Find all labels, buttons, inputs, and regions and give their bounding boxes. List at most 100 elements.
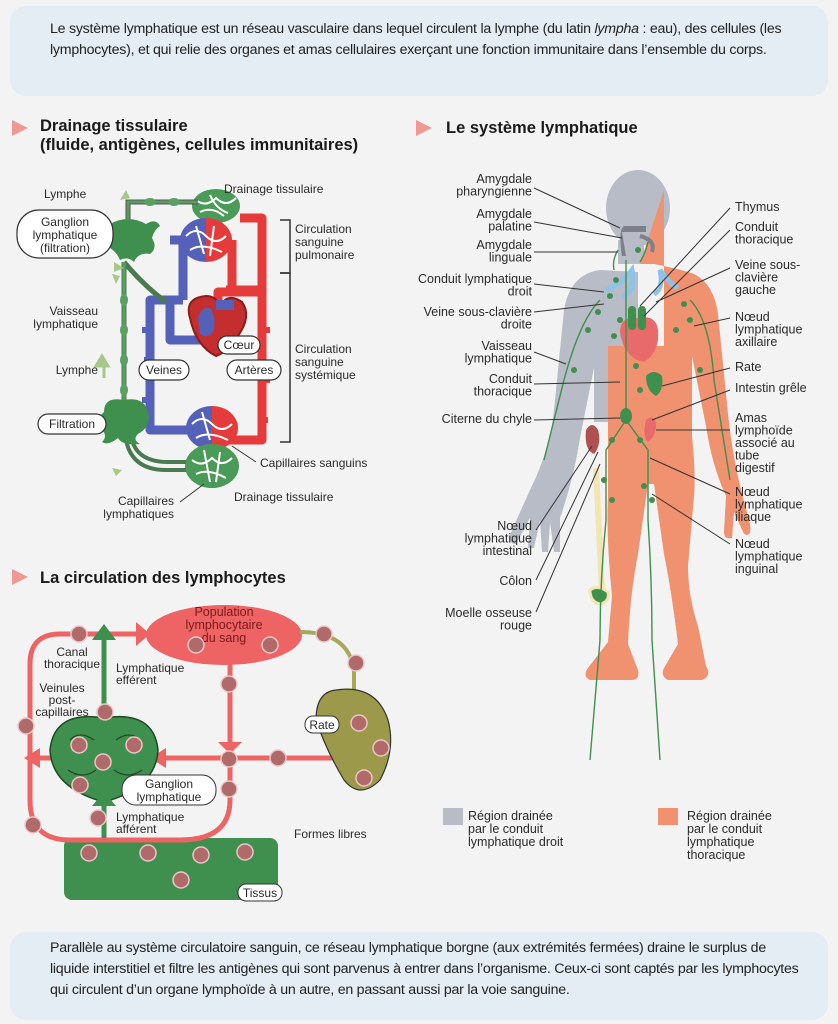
section-marker-icon: [416, 120, 432, 136]
label-veinules-2: post-: [49, 693, 76, 707]
body-label-left: droite: [501, 318, 532, 332]
tissue-block: [64, 838, 278, 900]
label-capillaires-sanguins: Capillaires sanguins: [260, 456, 367, 470]
body-label-left: Amygdale: [476, 238, 532, 252]
label-coeur: Cœur: [224, 338, 255, 352]
lymphocyte-cell: [236, 843, 254, 861]
body-label-right: Intestin grêle: [735, 381, 807, 395]
drainage-title-line1: Drainage tissulaire: [40, 117, 188, 135]
intro-text-box: Le système lymphatique est un réseau vas…: [10, 6, 828, 96]
label-circ-pulm-3: pulmonaire: [295, 248, 355, 262]
label-vaisseau-2: lymphatique: [33, 317, 98, 331]
body-label-left: Moelle osseuse: [445, 606, 532, 620]
lymphocyte-cell: [220, 750, 238, 768]
legend-gray-line1: Région drainée: [468, 809, 553, 823]
label-afferent-2: afférent: [116, 822, 157, 836]
lymphocyte-cell: [269, 749, 287, 767]
section-marker-icon: [12, 120, 28, 136]
body-label-right: lymphatique: [735, 323, 802, 337]
lymphocyte-cell: [70, 736, 88, 754]
label-veines: Veines: [146, 363, 182, 377]
label-afferent-1: Lymphatique: [116, 810, 185, 824]
ganglion-label-pill: [16, 209, 114, 259]
lymphocyte-cell: [315, 625, 333, 643]
lymph-node-bottom: [97, 399, 149, 445]
lymphocyte-cell: [139, 844, 157, 862]
body-label-right: thoracique: [735, 233, 793, 247]
intro-text-italic: lympha: [594, 21, 640, 37]
label-drainage-bottom: Drainage tissulaire: [234, 490, 334, 504]
lymphocyte-cell: [372, 739, 390, 757]
legend-swatch-gray: [443, 808, 463, 825]
label-population-3: du sang: [202, 631, 247, 645]
body-label-right: iliaque: [735, 510, 771, 524]
drainage-title-line2: (fluide, antigènes, cellules immunitaire…: [40, 136, 359, 154]
lymphocyte-cell: [347, 654, 365, 672]
legend-gray-line2: par le conduit: [468, 822, 544, 836]
body-region-thoracic-duct: [585, 190, 751, 680]
lymphocyte-cells: [17, 625, 390, 889]
label-veinules-1: Veinules: [39, 681, 84, 695]
label-canal-1: Canal: [56, 645, 87, 659]
lymphocyte-cell: [187, 636, 205, 654]
label-circ-syst-1: Circulation: [295, 342, 352, 356]
body-label-left: Côlon: [499, 574, 532, 588]
lymphocyte-cell: [355, 769, 373, 787]
body-label-left: Citerne du chyle: [442, 412, 532, 426]
label-circ-pulm-2: sanguine: [295, 235, 344, 249]
body-label-right: lymphatique: [735, 550, 802, 564]
lymphocyte-cell: [220, 675, 238, 693]
body-label-left: droit: [508, 285, 533, 299]
lymph-nodes: [571, 247, 703, 503]
label-ganglion-3: (filtration): [40, 241, 90, 255]
label-efferent-2: efférent: [116, 673, 157, 687]
intro-text-before: Le système lymphatique est un réseau vas…: [50, 21, 595, 37]
lymphocyte-cell: [125, 736, 143, 754]
legend-orange-line4: thoracique: [687, 848, 745, 862]
body-label-right: Veine sous-: [735, 258, 800, 272]
drainage-diagram: Lymphe Drainage tissulaire Ganglion lymp…: [16, 182, 367, 521]
body-label-right: lymphoïde: [735, 424, 793, 438]
lymphocyte-cell: [172, 871, 190, 889]
body-label-right: clavière: [735, 271, 778, 285]
lymphocyte-cell: [71, 776, 89, 794]
body-label-left: Vaisseau: [482, 339, 533, 353]
label-efferent-1: Lymphatique: [116, 661, 185, 675]
body-label-right: tube: [735, 449, 759, 463]
body-label-right: inguinal: [735, 562, 778, 576]
label-canal-2: thoracique: [44, 657, 100, 671]
body-label-left: pharyngienne: [456, 185, 532, 199]
body-label-right: Rate: [735, 360, 761, 374]
label-lymphe-mid: Lymphe: [56, 363, 99, 377]
body-label-left: lymphatique: [465, 352, 532, 366]
lymphocyte-cell: [70, 625, 88, 643]
section-marker-icon: [12, 569, 28, 585]
label-tissus: Tissus: [243, 886, 277, 900]
label-capillaires-lymph-1: Capillaires: [118, 494, 174, 508]
legend-orange-line1: Région drainée: [687, 809, 772, 823]
body-label-right: Nœud: [735, 310, 770, 324]
body-label-left: Conduit: [489, 372, 533, 386]
lymphocyte-cell: [17, 717, 35, 735]
body-label-left: intestinal: [483, 544, 532, 558]
label-filtration: Filtration: [49, 417, 95, 431]
label-circ-pulm-1: Circulation: [295, 222, 352, 236]
body-label-right: Thymus: [735, 200, 779, 214]
label-formes-libres: Formes libres: [294, 827, 367, 841]
body-label-left: Nœud: [497, 519, 532, 533]
lymphocyte-cell: [80, 844, 98, 862]
body-label-left: Conduit lymphatique: [418, 272, 532, 286]
body-label-right: gauche: [735, 283, 776, 297]
body-label-right: Nœud: [735, 485, 770, 499]
body-label-left: lymphatique: [465, 532, 532, 546]
lymphocyte-circulation-diagram: Population lymphocytaire du sang Canal t…: [17, 605, 392, 902]
label-ganglion-2: lymphatique: [33, 228, 98, 242]
body-label-right: associé au: [735, 436, 795, 450]
body-label-right: Amas: [735, 411, 767, 425]
legend-orange-line2: par le conduit: [687, 822, 763, 836]
outro-text-box: Parallèle au système circulatoire sangui…: [10, 932, 828, 1020]
label-population-2: lymphocytaire: [185, 618, 262, 632]
label-ganglion-lc-1: Ganglion: [145, 777, 193, 791]
systeme-title: Le système lymphatique: [446, 119, 638, 137]
lymphocyte-cell: [24, 816, 42, 834]
